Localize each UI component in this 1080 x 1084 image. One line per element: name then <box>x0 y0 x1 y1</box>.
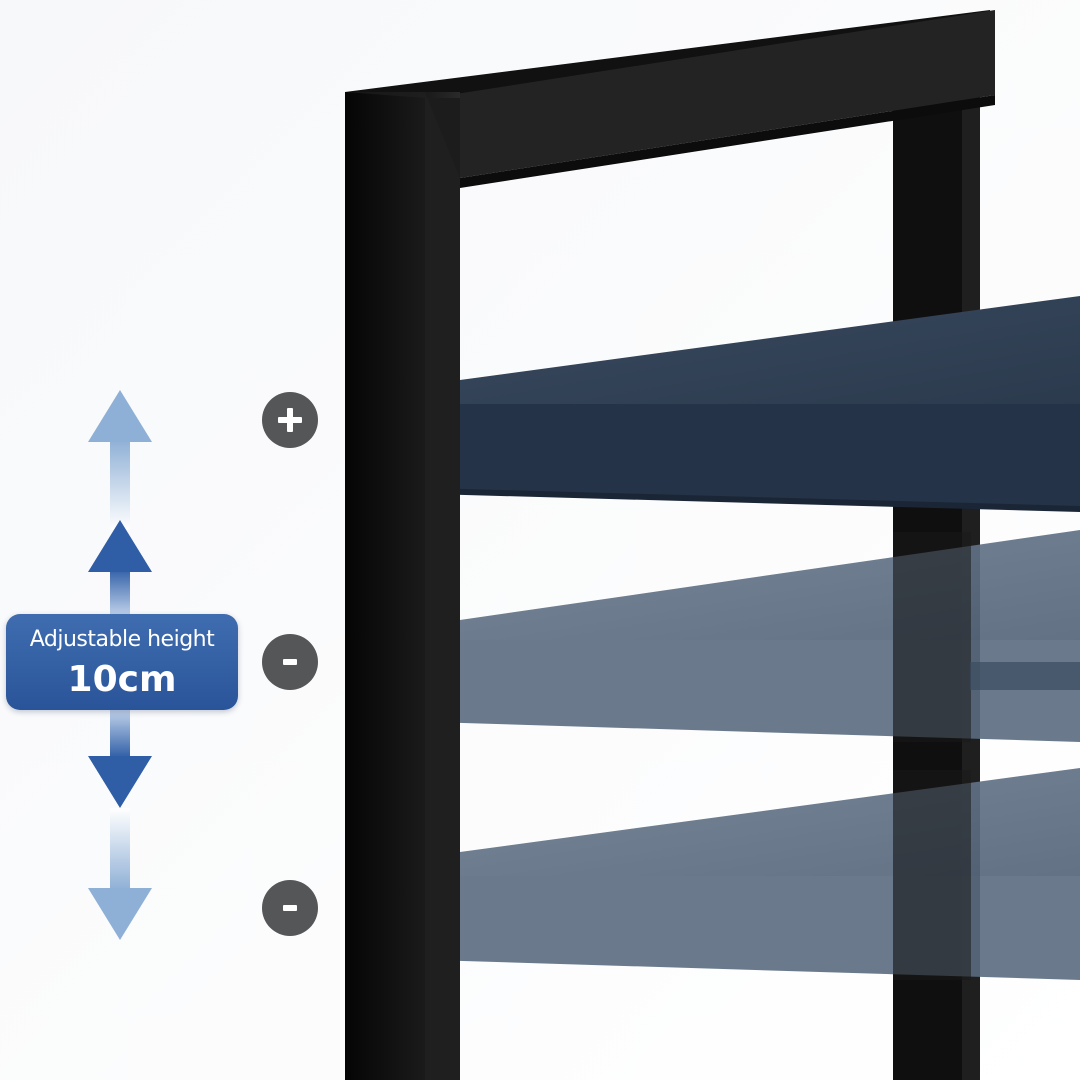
shelf-bottom <box>430 768 1080 980</box>
plus-icon <box>262 392 318 448</box>
badge-label: Adjustable height <box>29 627 215 652</box>
adjustable-height-badge: Adjustable height 10cm <box>6 614 238 710</box>
shelf-top <box>430 296 1080 512</box>
double-up-arrow-icon <box>88 390 152 618</box>
minus-icon <box>262 880 318 936</box>
badge-value: 10cm <box>67 659 177 700</box>
shelf-middle <box>430 530 1080 742</box>
double-down-arrow-icon <box>88 708 152 940</box>
front-post <box>345 92 460 1080</box>
minus-icon <box>262 634 318 690</box>
top-rail <box>345 10 995 188</box>
